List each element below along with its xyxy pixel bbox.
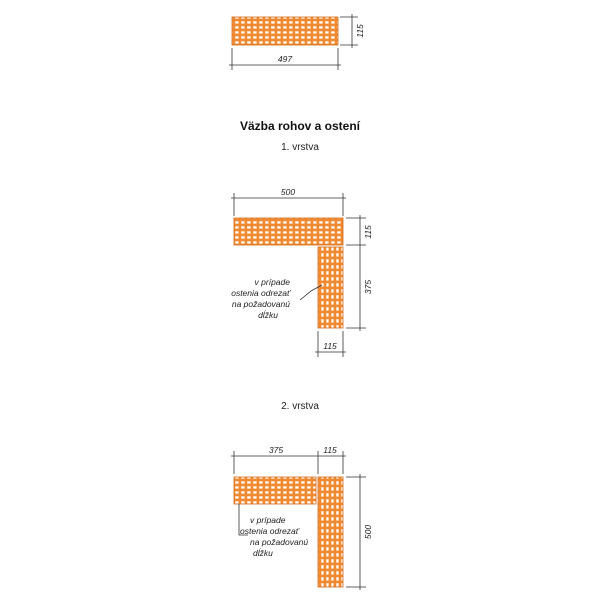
layer2-group: 375 115 500 v prípade ostenia odrezať na… [231,445,373,590]
layer2-left-label: 375 [269,445,283,455]
layer1-note: v prípade ostenia odrezať na požadovanú … [231,277,291,320]
svg-text:na požadovanú: na požadovanú [250,537,308,547]
layer1-horizontal-brick [233,217,344,246]
top-height-label: 115 [355,24,365,38]
svg-text:v prípade: v prípade [255,277,291,287]
layer1-vertical-brick [317,246,344,329]
top-block-group: 497 115 [229,14,365,70]
diagram-title: Väzba rohov a ostení [240,119,361,133]
svg-text:dĺžku: dĺžku [253,547,273,558]
layer1-thickness-label: 115 [363,225,373,239]
layer2-label: 2. vrstva [281,401,319,412]
layer1-group: 500 115 375 115 v prípade ostenia odreza… [231,187,373,357]
svg-text:dĺžku: dĺžku [258,309,278,320]
layer1-bottom-label: 115 [323,341,337,351]
layer2-horizontal-brick [233,476,317,505]
svg-text:ostenia odrezať: ostenia odrezať [240,526,300,536]
layer2-side-label: 500 [363,525,373,539]
layer2-vertical-brick [317,476,344,588]
layer1-side-label: 375 [363,280,373,294]
layer1-length-label: 500 [281,187,295,197]
svg-text:v prípade: v prípade [250,515,286,525]
top-brick [231,16,339,46]
layer1-label: 1. vrstva [281,142,319,153]
layer2-note: v prípade ostenia odrezať na požadovanú … [240,515,308,558]
svg-text:na požadovanú: na požadovanú [232,299,290,309]
top-length-label: 497 [278,54,292,64]
svg-text:ostenia odrezať: ostenia odrezať [231,288,291,298]
layer2-right-label: 115 [323,445,337,455]
